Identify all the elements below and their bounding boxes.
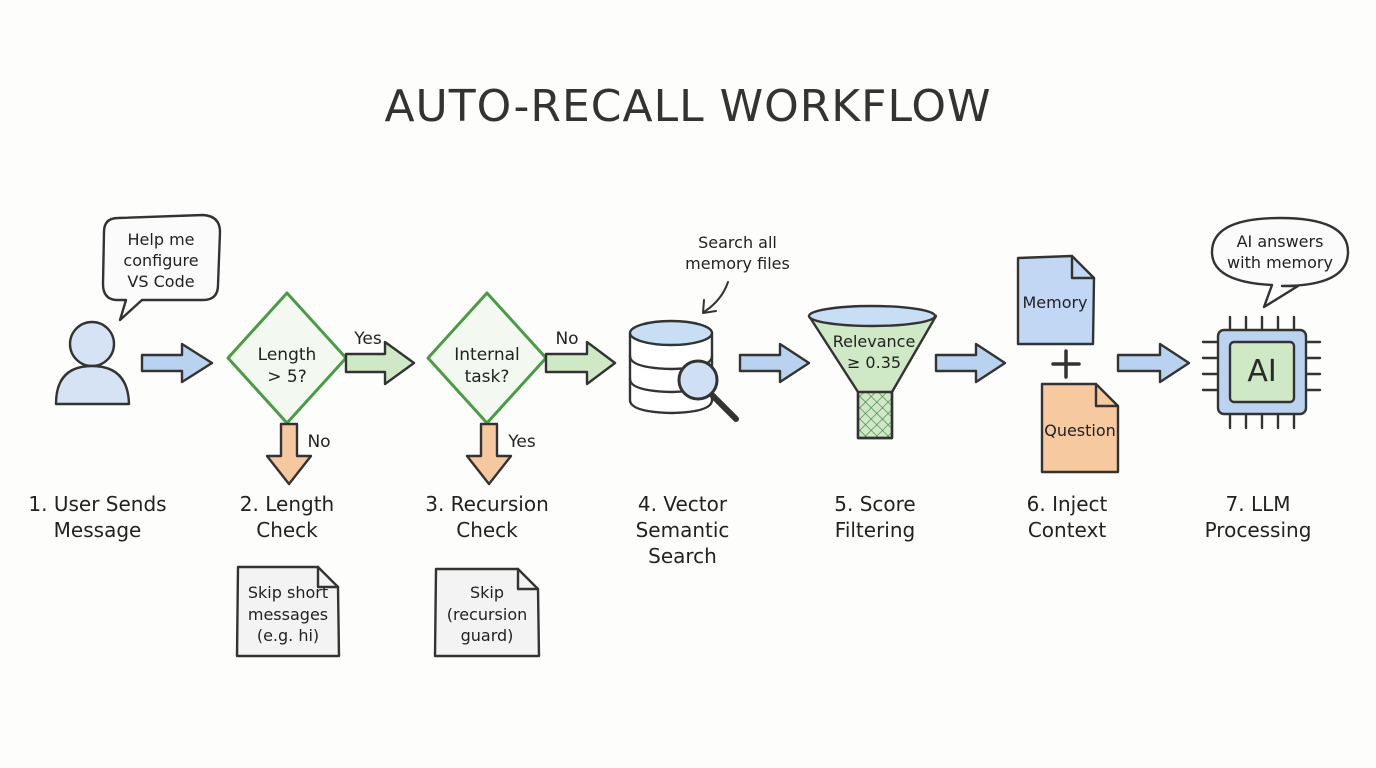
length-check-label: Length > 5? — [257, 345, 317, 387]
user-speech-bubble — [101, 213, 222, 322]
ai-chip-label: AI — [1247, 354, 1277, 389]
step-1-caption: 1. User Sends Message — [28, 492, 167, 542]
length-yes-arrow — [344, 340, 416, 386]
arrow-6-to-7 — [1116, 342, 1191, 384]
step-2-caption: 2. Length Check — [239, 492, 335, 542]
annotation-arrow — [703, 281, 729, 313]
recursion-yes-arrow — [465, 422, 513, 486]
step-6-caption: 6. Inject Context — [1026, 492, 1108, 542]
recursion-check-label: Internal task? — [454, 345, 520, 387]
relevance-threshold-label: Relevance ≥ 0.35 — [832, 332, 916, 372]
question-document-label: Question — [1044, 421, 1116, 440]
step-5-caption: 5. Score Filtering — [834, 492, 916, 542]
recursion-note — [433, 567, 541, 658]
step-7-caption: 7. LLM Processing — [1204, 492, 1312, 542]
user-icon — [54, 320, 131, 406]
arrow-4-to-5 — [738, 342, 811, 384]
arrow-1-to-2 — [140, 342, 214, 384]
ai-bubble-text: AI answers with memory — [1227, 232, 1333, 272]
recursion-note-text: Skip (recursion guard) — [446, 583, 528, 646]
arrow-5-to-6 — [934, 342, 1007, 384]
magnifier-icon — [677, 359, 739, 422]
length-note — [235, 565, 341, 658]
ai-speech-bubble — [1210, 216, 1350, 309]
diagram-title: AUTO-RECALL WORKFLOW — [384, 81, 992, 132]
plus-icon — [1051, 349, 1081, 379]
recursion-no-label: No — [555, 329, 579, 349]
memory-document-label: Memory — [1022, 293, 1088, 312]
length-no-label: No — [307, 432, 331, 452]
funnel-icon — [807, 304, 938, 440]
step-3-caption: 3. Recursion Check — [425, 492, 549, 542]
step-4-caption: 4. Vector Semantic Search — [635, 492, 730, 568]
recursion-no-arrow — [544, 340, 617, 386]
recursion-yes-label: Yes — [508, 432, 536, 452]
search-annotation: Search all memory files — [685, 233, 790, 273]
length-no-arrow — [265, 422, 313, 486]
chip-pins — [1201, 315, 1322, 430]
length-note-text: Skip short messages (e.g. hi) — [247, 583, 329, 646]
user-bubble-text: Help me configure VS Code — [123, 230, 199, 291]
length-yes-label: Yes — [354, 329, 382, 349]
